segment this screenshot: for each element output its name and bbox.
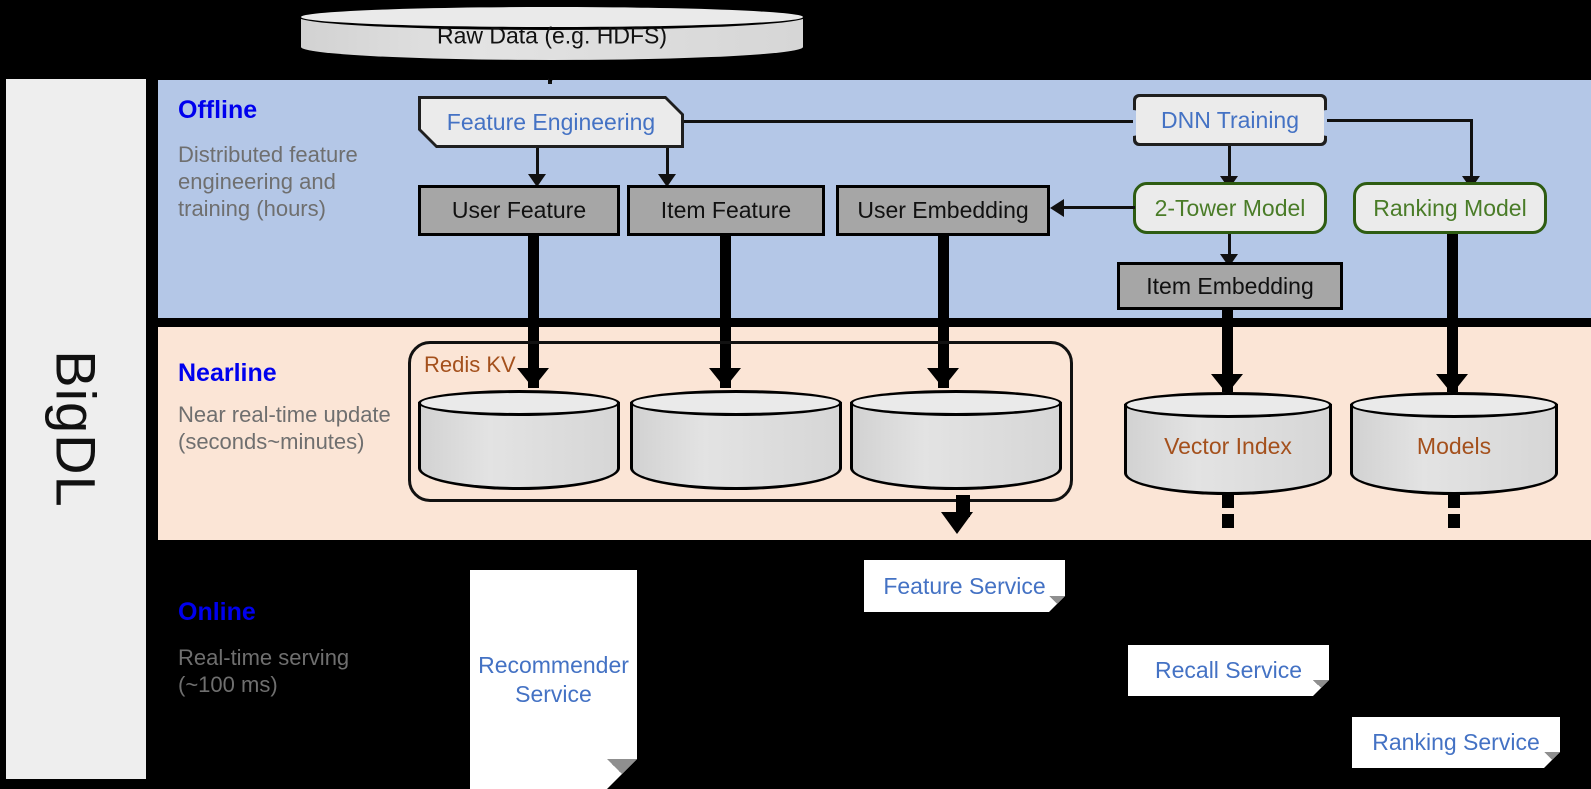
pipe-userfeature-redis [528,236,539,388]
cylinder-top [630,390,842,416]
models-label: Models [1416,432,1492,459]
vector-index-label: Vector Index [1164,432,1292,459]
cylinder-top [298,4,806,30]
ranking-service-label: Ranking Service [1372,729,1540,756]
connector-dnn-2tower [1228,146,1231,178]
models-cylinder[interactable]: Models [1350,392,1558,495]
recall-service-label: Recall Service [1155,657,1302,684]
connector-dnn-ranking-h [1327,119,1473,122]
pipe-rankingmodel-models [1447,234,1458,392]
pipe-itemfeature-redis [720,236,731,388]
bigdl-framework-rail: BigDL [6,79,146,779]
ranking-model-label: Ranking Model [1373,194,1527,221]
feature-service-label: Feature Service [883,572,1046,599]
user-embedding-label: User Embedding [857,197,1029,223]
pipe-userembedding-redis [938,236,949,388]
user-feature-label: User Feature [451,197,587,223]
two-tower-model-label: 2-Tower Model [1154,194,1306,221]
redis-kv-container [408,341,1073,502]
item-feature-store-cylinder [630,390,842,490]
cylinder-top [1124,392,1332,418]
dnn-training-node[interactable]: DNN Training [1133,94,1327,146]
user-feature-node[interactable]: User Feature [418,185,620,236]
item-feature-node[interactable]: Item Feature [627,185,825,236]
arrowhead-2tower-userembedding [1050,199,1064,217]
pipe-redis-featureservice [956,495,970,517]
arrowhead-itemfeature-redis [709,368,741,388]
connector-dnn-ranking-v [1470,119,1473,179]
item-feature-label: Item Feature [660,197,792,223]
arrowhead-redis-featureservice [941,512,973,534]
arrowhead-rankingmodel-models [1436,374,1468,394]
connector-fe-dnn [684,120,1151,123]
two-tower-model-node[interactable]: 2-Tower Model [1133,182,1327,234]
user-embedding-node[interactable]: User Embedding [836,185,1050,236]
arrowhead-itemembedding-vectorindex [1211,374,1243,394]
cylinder-body [850,402,1062,490]
ranking-service-node[interactable]: Ranking Service [1352,717,1560,768]
connector-fe-userfeature [536,148,539,176]
raw-data-label: Raw Data (e.g. HDFS) [436,22,668,49]
cylinder-body [418,402,620,490]
connector-2tower-userembedding [1063,206,1135,209]
vector-index-cylinder[interactable]: Vector Index [1124,392,1332,495]
nearline-subtitle: Near real-time update (seconds~minutes) [178,402,391,454]
cylinder-top [1350,392,1558,418]
pipe-vectorindex-recall-1 [1222,492,1234,508]
feature-engineering-label: Feature Engineering [421,99,681,145]
cylinder-top [850,390,1062,416]
online-title: Online [178,598,256,626]
arrowhead-fe-userfeature [528,174,546,187]
offline-title: Offline [178,96,258,124]
nearline-title: Nearline [178,359,277,387]
arrowhead-userembedding-redis [927,368,959,388]
arrowhead-fe-itemfeature [658,174,676,187]
arrowhead-rawdata-fe [535,62,567,82]
online-subtitle: Real-time serving (~100 ms) [178,645,350,697]
dnn-training-label: DNN Training [1136,97,1324,143]
recall-service-node[interactable]: Recall Service [1128,645,1329,696]
pipe-models-ranking-2 [1448,514,1460,528]
user-embedding-store-cylinder [850,390,1062,490]
offline-subtitle: Distributed feature engineering and trai… [178,142,358,221]
recommender-service-node[interactable]: Recommender Service [470,570,637,789]
pipe-itemembedding-vectorindex [1222,310,1233,392]
pipe-vectorindex-recall-2 [1222,514,1234,528]
user-feature-store-cylinder [418,390,620,490]
feature-service-node[interactable]: Feature Service [864,560,1065,612]
bigdl-label: BigDL [44,350,108,508]
item-embedding-node[interactable]: Item Embedding [1117,262,1343,310]
item-embedding-label: Item Embedding [1146,272,1314,299]
raw-data-store: Raw Data (e.g. HDFS) [298,4,806,63]
cylinder-body [630,402,842,490]
ranking-model-node[interactable]: Ranking Model [1353,182,1547,234]
cylinder-top [418,390,620,416]
recommender-service-label: Recommender Service [478,651,629,707]
arrowhead-userfeature-redis [517,368,549,388]
pipe-models-ranking-1 [1448,492,1460,508]
redis-kv-label: Redis KV [424,352,516,377]
connector-fe-itemfeature [666,148,669,176]
feature-engineering-node[interactable]: Feature Engineering [418,96,684,148]
connector-2tower-itemembedding [1228,234,1231,258]
